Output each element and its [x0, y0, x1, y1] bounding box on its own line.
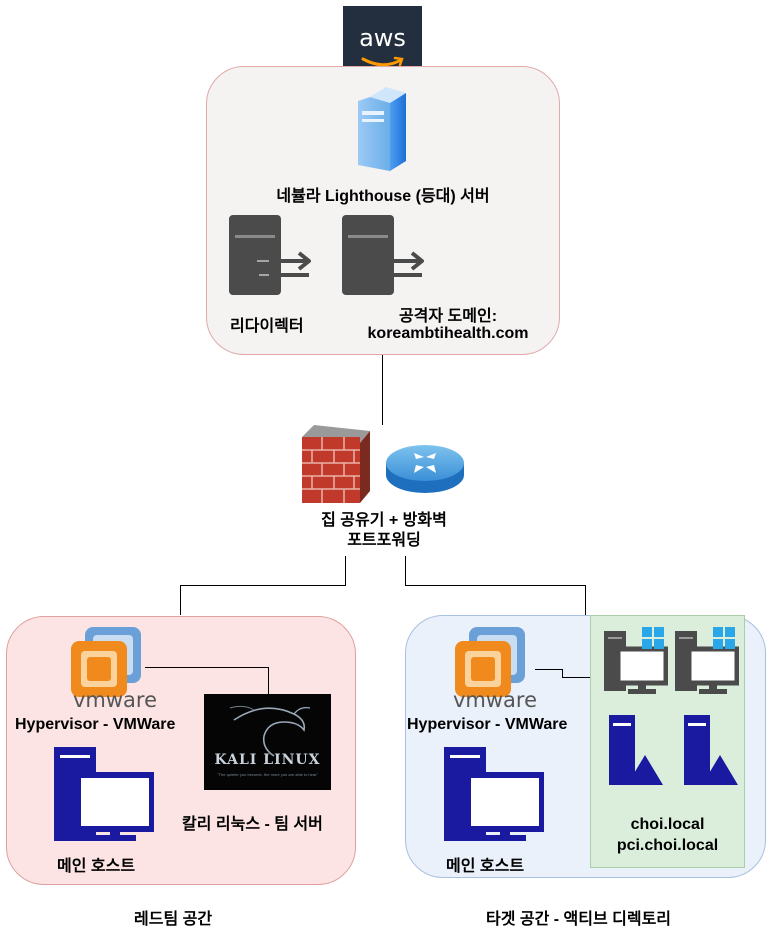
connector-cloud-to-gateway [382, 355, 383, 425]
kali-label: 칼리 리눅스 - 팀 서버 [182, 816, 323, 833]
kali-tagline: "The quieter you become, the more you ar… [217, 772, 318, 777]
hypervisor-label: Hypervisor - VMWare [15, 716, 176, 733]
connector-gateway-left-v [345, 556, 346, 586]
target-hypervisor-label: Hypervisor - VMWare [407, 716, 568, 733]
windows-workstation-icon-2 [675, 627, 739, 694]
connector-right-down [585, 585, 586, 615]
connector-vmware-to-ad-1 [535, 669, 563, 670]
target-vmware-logo-text: vmware [452, 688, 538, 712]
lighthouse-server-icon [358, 87, 406, 171]
domain-controller-icon-2 [684, 715, 738, 785]
router-icon [386, 445, 464, 493]
aws-smile-icon [361, 56, 404, 67]
red-team-zone-label: 레드팀 공간 [134, 911, 213, 928]
target-main-host-icon [444, 747, 544, 841]
connector-vmware-to-kali-v [268, 667, 269, 694]
attacker-domain-icon [342, 215, 424, 295]
main-host-label: 메인 호스트 [57, 858, 136, 875]
vmware-logo-text: vmware [72, 688, 158, 712]
connector-gateway-right-v [405, 556, 406, 586]
kali-dragon-icon [229, 705, 311, 757]
connector-gateway-right-h [405, 585, 586, 586]
windows-workstation-icon-1 [604, 627, 668, 694]
ad-domain-label-1: choi.local [630, 816, 705, 833]
redirector-label: 리다이렉터 [230, 318, 304, 335]
aws-logo-text: aws [359, 24, 406, 52]
gateway-label-line1: 집 공유기 + 방화벽 [321, 512, 447, 529]
target-main-host-label: 메인 호스트 [446, 858, 525, 875]
connector-vmware-to-kali-h [145, 667, 269, 668]
gateway-label-line2: 포트포워딩 [347, 532, 421, 549]
domain-controller-icon-1 [609, 715, 663, 785]
redirector-icon [229, 215, 311, 295]
vmware-icon [71, 627, 141, 697]
attacker-domain-value: koreambtihealth.com [367, 325, 529, 342]
attacker-domain-label: 공격자 도메인: [398, 308, 498, 325]
firewall-icon [302, 425, 370, 503]
kali-logo-text: KALI LINUX [214, 752, 321, 768]
target-zone-label: 타겟 공간 - 액티브 디렉토리 [486, 911, 672, 928]
lighthouse-server-label: 네뷸라 Lighthouse (등대) 서버 [276, 188, 490, 205]
target-vmware-icon [455, 627, 525, 697]
connector-left-down [180, 585, 181, 615]
main-host-icon [54, 747, 154, 841]
ad-domain-label-2: pci.choi.local [616, 837, 719, 854]
connector-gateway-left-h [180, 585, 346, 586]
connector-vmware-to-ad-3 [562, 677, 590, 678]
kali-linux-logo: KALI LINUX "The quieter you become, the … [204, 694, 331, 790]
connector-vmware-to-ad-2 [562, 669, 563, 677]
